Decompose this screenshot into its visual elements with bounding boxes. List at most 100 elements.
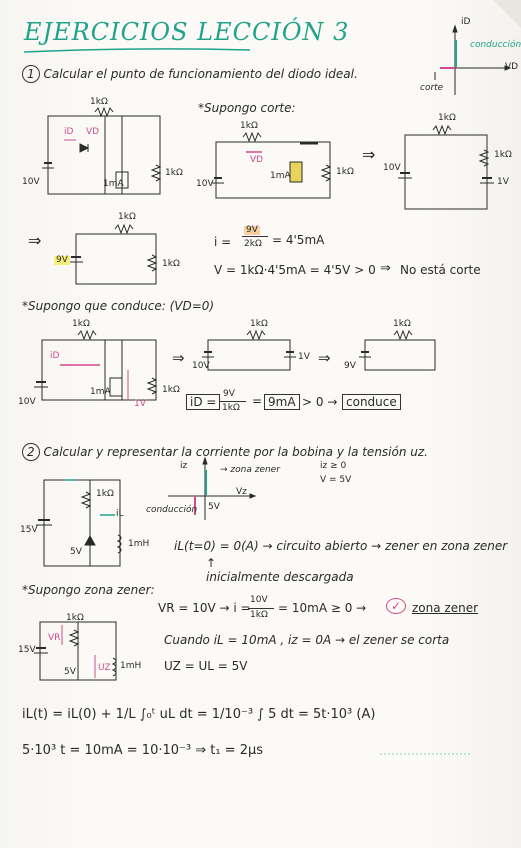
ex2z-vr-label: VR [48, 633, 61, 643]
ex2-vr-den: 1kΩ [250, 610, 268, 620]
ex1d-r-label: 1kΩ [118, 212, 136, 222]
ex2-int-eq: iL(t) = iL(0) + 1/L ∫₀ᵗ uL dt = 1/10⁻³ ∫… [22, 707, 376, 722]
ex2z-r-label: 1kΩ [66, 613, 84, 623]
ex2z-uz-label: UZ [98, 663, 111, 673]
ex2z-l-label: 1mH [120, 661, 142, 671]
ex1-circuit-b [212, 131, 332, 199]
ex1-eq-i-num: 9V [244, 225, 260, 235]
ex1e-v-label: 10V [18, 397, 36, 407]
ex1b-r2-label: 1kΩ [336, 167, 354, 177]
ex1a-current-source [115, 171, 129, 189]
ex1-statement: Calcular el punto de funcionamiento del … [43, 67, 358, 81]
ex1-conduce-head: *Supongo que conduce: (VD=0) [22, 299, 215, 313]
graph1-x-arrow [504, 65, 512, 71]
ex2-vr-ok: ✓ [386, 598, 407, 614]
ex1a-r-label: 1kΩ [90, 97, 108, 107]
ex1a-resistor-top [94, 106, 114, 118]
ex1-eq-v-arrow: ⇒ [380, 261, 391, 276]
ex1-id-eq-res: 9mA [264, 394, 300, 410]
ex2-uz-eq: UZ = UL = 5V [164, 659, 248, 673]
ex2-graph-vz: Vz [236, 487, 247, 497]
ex2-circuit [36, 479, 122, 567]
ex1a-v-label: 10V [22, 177, 40, 187]
ex2-graph-iz: iz [180, 461, 188, 471]
ex2-r-label: 1kΩ [96, 489, 114, 499]
ex1f-1v-label: 1V [298, 352, 310, 362]
ex1a-r2-label: 1kΩ [165, 168, 183, 178]
svg-text:⇒: ⇒ [362, 145, 375, 164]
ex1-circuit-conduce-3 [359, 329, 436, 371]
ex2-vr-eq: VR = 10V → i = [158, 601, 251, 615]
svg-text:⇒: ⇒ [318, 349, 331, 367]
ex1-id-eq-num: 9V [223, 389, 235, 399]
ex1-statement-line: 1 Calcular el punto de funcionamiento de… [22, 65, 358, 83]
ex1-number: 1 [22, 65, 40, 83]
ex1a-resistor-right [150, 164, 162, 182]
ex1-id-eq-den: 1kΩ [222, 403, 240, 413]
ex1e-id-label: iD [50, 351, 60, 361]
ex1-circuit-conduce [34, 329, 158, 401]
ex1e-r2-label: 1kΩ [162, 385, 180, 395]
page-corner [493, 0, 521, 28]
ex1d-r2-label: 1kΩ [162, 259, 180, 269]
ex1a-id-label: iD [64, 127, 74, 137]
svg-text:⇒: ⇒ [172, 349, 185, 367]
ex2-vr-end: zona zener [412, 601, 479, 615]
graph1-y-label: iD [461, 17, 471, 27]
ex2-number: 2 [22, 443, 40, 461]
ex1-eq-v: V = 1kΩ·4'5mA = 4'5V > 0 [214, 263, 376, 277]
ex1e-1v-label: 1V [134, 399, 146, 409]
ex1d-v-label: 9V [54, 255, 70, 265]
ex2-cond-iz: iz ≥ 0 [320, 461, 347, 471]
ex1-id-eq-gt: > 0 → [302, 395, 338, 409]
ex2-l-label: 1mH [128, 539, 150, 549]
ex1-corte-head: *Supongo corte: [198, 101, 296, 115]
ex1e-r-label: 1kΩ [72, 319, 90, 329]
ex1f-r-label: 1kΩ [250, 319, 268, 329]
ex1b-v-label: 10V [196, 179, 214, 189]
page-title: EJERCICIOS LECCIÓN 3 [24, 18, 350, 46]
ex2z-zener-label: 5V [64, 667, 76, 677]
ex2-inicial-note: inicialmente descargada [206, 570, 354, 584]
ex1e-i-label: 1mA [90, 387, 111, 397]
ex2-statement: Calcular y representar la corriente por … [43, 445, 428, 459]
ex1-circuit-d [69, 223, 158, 285]
ex2-axis-5v: 5V [208, 502, 220, 512]
title-underline [23, 48, 251, 53]
ex2-vr-res: = 10mA ≥ 0 → [278, 601, 367, 615]
ex1-circuit-c [398, 124, 494, 210]
ex1-id-eq-fraction-bar [220, 401, 246, 402]
ex2-zona-label: zona zener [230, 465, 280, 475]
ex1b-r-label: 1kΩ [240, 121, 258, 131]
ex2-vr-num: 10V [250, 595, 268, 605]
ex1c-r-label: 1kΩ [438, 113, 456, 123]
ex2-il-label: iL [116, 509, 124, 519]
ex1c-v-label: 10V [383, 163, 401, 173]
ex1a-diode [79, 143, 90, 153]
ex2z-v-label: 15V [18, 645, 36, 655]
graph1-x-label: VD [505, 62, 519, 72]
ex1-id-eq-end: conduce [342, 394, 401, 410]
ex1b-vd-label: VD [250, 155, 264, 165]
ex2-statement-line: 2 Calcular y representar la corriente po… [22, 443, 428, 461]
ex1c-r2-label: 1kΩ [494, 150, 512, 160]
ex1f-v-label: 10V [192, 361, 210, 371]
ex1-eq-i-fraction-bar [242, 236, 268, 237]
ex2-zona-head: *Supongo zona zener: [22, 583, 155, 597]
ex2-final-eq: 5·10³ t = 10mA = 10·10⁻³ ⇒ t₁ = 2μs [22, 743, 264, 758]
ex1-id-eq-lhs: iD = [186, 394, 221, 410]
ex1-eq-i-den: 2kΩ [244, 239, 262, 249]
ex2-cuando: Cuando iL = 10mA , iz = 0A → el zener se… [164, 633, 450, 647]
zener-characteristic-graph [168, 456, 257, 520]
ex2-vr-fraction-bar [248, 608, 274, 609]
ex1g-r-label: 1kΩ [393, 319, 411, 329]
ex2-zona-circuit [34, 621, 117, 681]
ex2-conduccion-label: conducción [146, 505, 198, 515]
graph1-y-arrow [452, 24, 458, 33]
ex1c-1v-label: 1V [497, 177, 509, 187]
graph1-branch-label: conducción [470, 40, 521, 50]
diode-characteristic-graph [434, 24, 512, 95]
